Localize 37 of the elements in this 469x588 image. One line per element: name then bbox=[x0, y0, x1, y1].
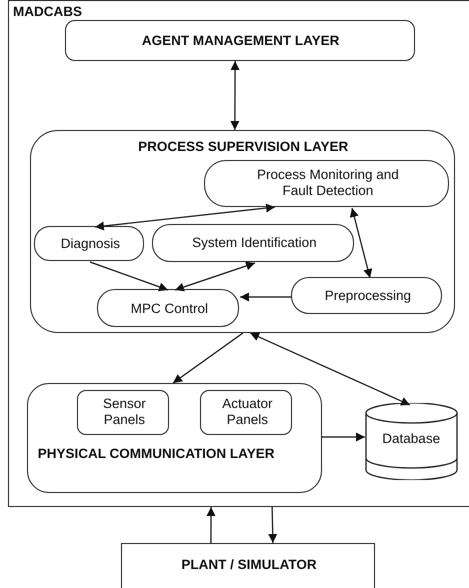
module-label: System Identification bbox=[191, 235, 318, 252]
arrow bbox=[250, 332, 410, 406]
module-label: Preprocessing bbox=[324, 288, 412, 304]
module-box bbox=[152, 224, 354, 262]
arrow bbox=[240, 292, 292, 302]
system-frame bbox=[8, 0, 469, 507]
module-label: MPC Control bbox=[130, 301, 210, 318]
database-cylinder bbox=[364, 402, 458, 480]
arrow bbox=[94, 204, 276, 230]
layer-box bbox=[64, 20, 415, 61]
arrow bbox=[230, 61, 240, 130]
module-box bbox=[204, 160, 450, 208]
module-box bbox=[291, 277, 442, 314]
module-box bbox=[97, 289, 240, 328]
module-box bbox=[77, 390, 170, 436]
layer-title: AGENT MANAGEMENT LAYER bbox=[140, 32, 340, 49]
arrow bbox=[172, 332, 244, 384]
module-label: Process Monitoring and Fault Detection bbox=[256, 167, 400, 200]
arrow bbox=[350, 208, 372, 278]
module-label: Diagnosis bbox=[60, 236, 122, 252]
arrow bbox=[90, 261, 168, 292]
module-box bbox=[34, 226, 144, 262]
arrow bbox=[174, 262, 256, 292]
layer-box bbox=[121, 543, 375, 588]
module-label: Sensor Panels bbox=[102, 396, 147, 428]
layer-title: PROCESS SUPERVISION LAYER bbox=[137, 138, 350, 155]
layer-box bbox=[30, 130, 455, 333]
layer-title: PHYSICAL COMMUNICATION LAYER bbox=[38, 446, 276, 462]
module-box bbox=[200, 390, 292, 436]
arrow bbox=[268, 506, 278, 544]
layer-box bbox=[26, 382, 322, 493]
module-label: Database bbox=[381, 430, 442, 447]
layer-title: PLANT / SIMULATOR bbox=[180, 557, 318, 573]
arrow bbox=[206, 507, 216, 543]
layer-title: MADCABS bbox=[13, 4, 83, 20]
arrow bbox=[322, 432, 365, 442]
module-label: Actuator Panels bbox=[221, 396, 274, 428]
